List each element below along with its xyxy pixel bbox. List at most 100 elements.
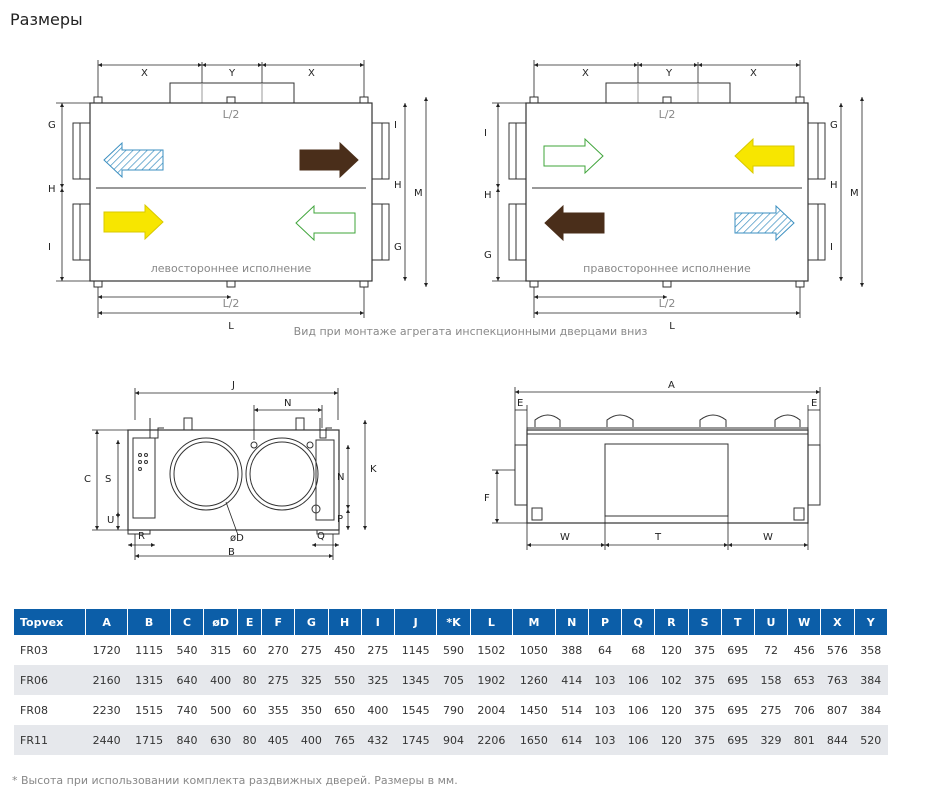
table-cell: 1050 (519, 643, 548, 657)
table-cell: 80 (237, 665, 262, 695)
table-cell: 103 (588, 725, 622, 755)
column-header: R (654, 609, 689, 635)
table-cell: 1515 (135, 703, 164, 717)
table-cell: FR03 (20, 643, 48, 657)
dim-e-right: E (811, 398, 817, 409)
table-cell: 103 (588, 665, 622, 695)
table-cell: 790 (443, 703, 465, 717)
table-cell: 630 (203, 725, 238, 755)
dim-m: M (414, 188, 423, 199)
dim-x-left: X (582, 68, 589, 79)
table-cell: 405 (261, 725, 295, 755)
table-cell: 158 (754, 665, 788, 695)
left-hand-top-view (72, 82, 390, 288)
table-cell: 275 (760, 703, 782, 717)
footnote: * Высота при использовании комплекта раз… (12, 774, 458, 787)
dimension-drawings: левостороннее исполнение X Y X L/2 L/2 L… (48, 60, 864, 560)
dim-length: L (669, 321, 675, 332)
table-cell: 705 (436, 665, 471, 695)
table-cell: 844 (820, 725, 855, 755)
table-cell: 270 (267, 643, 289, 657)
extract-air-arrow-icon (543, 137, 604, 175)
dim-s: S (105, 474, 111, 485)
table-cell: 904 (436, 725, 471, 755)
table-cell: 275 (261, 665, 295, 695)
table-cell: 414 (555, 665, 589, 695)
dim-i-right: I (394, 120, 397, 131)
table-cell: FR11 (14, 725, 86, 755)
right-hand-top-view (508, 82, 826, 288)
table-cell: 801 (787, 725, 821, 755)
table-cell: 400 (294, 725, 329, 755)
table-cell: 106 (627, 703, 649, 717)
column-header: H (328, 609, 362, 635)
table-cell: 614 (555, 725, 589, 755)
column-header: U (754, 609, 789, 635)
left-hand-label: левостороннее исполнение (151, 262, 312, 275)
column-header: E (237, 609, 263, 635)
dim-x-left: X (141, 68, 148, 79)
table-cell: 695 (721, 665, 755, 695)
table-cell: 540 (176, 643, 198, 657)
table-cell: 1745 (394, 725, 437, 755)
column-header: A (85, 609, 129, 635)
table-cell: 400 (367, 703, 389, 717)
column-header: P (588, 609, 623, 635)
dim-q: Q (317, 531, 325, 542)
table-cell: 358 (860, 643, 882, 657)
exhaust-arrow-icon (734, 204, 795, 242)
column-header: M (512, 609, 556, 635)
dim-h: H (484, 190, 492, 201)
table-cell: 60 (242, 643, 257, 657)
supply-out-arrow-icon (299, 141, 359, 179)
dim-p: P (337, 514, 343, 525)
table-cell: 60 (242, 703, 257, 717)
table-cell: 120 (660, 703, 682, 717)
table-cell: FR08 (20, 703, 48, 717)
table-cell: 840 (170, 725, 204, 755)
dim-half-length-bottom: L/2 (659, 297, 676, 310)
table-cell: 2160 (85, 665, 128, 695)
table-cell: 695 (727, 703, 749, 717)
table-cell: 520 (854, 725, 888, 755)
dim-f: F (484, 493, 490, 504)
table-cell: 384 (860, 703, 882, 717)
table-cell: 695 (727, 643, 749, 657)
table-cell: 355 (267, 703, 289, 717)
dim-i-right: I (830, 242, 833, 253)
dim-g-right: G (394, 242, 402, 253)
table-cell: 350 (300, 703, 322, 717)
table-cell: 514 (561, 703, 583, 717)
table-cell: 375 (694, 643, 716, 657)
right-hand-label: правостороннее исполнение (583, 262, 751, 275)
dim-half-length-top: L/2 (223, 108, 240, 121)
table-cell: 1115 (135, 643, 164, 657)
table-cell: FR06 (14, 665, 86, 695)
dim-n-top: N (284, 398, 291, 409)
table-cell: 375 (688, 725, 722, 755)
table-cell: 695 (721, 725, 755, 755)
dim-y: Y (665, 68, 673, 79)
table-cell: 68 (631, 643, 646, 657)
column-header: I (361, 609, 395, 635)
table-cell: 1450 (519, 703, 548, 717)
table-cell: 550 (328, 665, 362, 695)
table-cell: 456 (793, 643, 815, 657)
column-header: F (261, 609, 296, 635)
table-cell: 763 (820, 665, 855, 695)
dim-g: G (484, 250, 492, 261)
table-cell: 325 (361, 665, 395, 695)
table-cell: 375 (694, 703, 716, 717)
dim-w-right: W (763, 532, 773, 543)
dim-b: B (228, 547, 235, 558)
column-header: Q (621, 609, 656, 635)
dim-y: Y (228, 68, 236, 79)
table-cell: 432 (361, 725, 395, 755)
column-header: X (820, 609, 855, 635)
table-cell: 102 (654, 665, 688, 695)
dim-r: R (138, 531, 145, 542)
